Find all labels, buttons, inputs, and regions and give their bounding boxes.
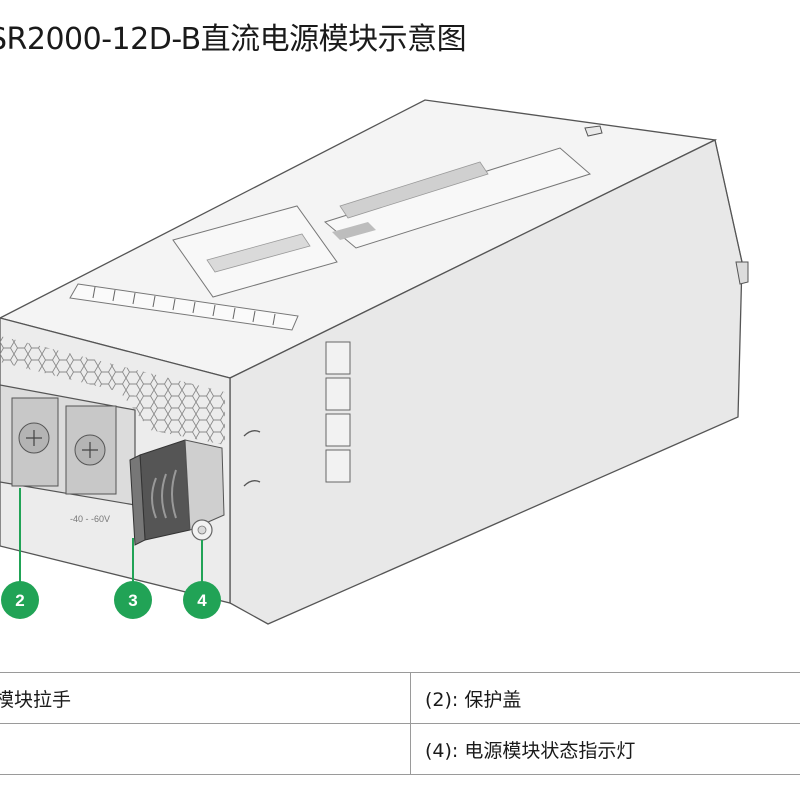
svg-text:3: 3 (128, 591, 137, 610)
protective-cover (129, 439, 225, 546)
svg-text:4: 4 (197, 591, 207, 610)
legend-row: 源模块拉手 (2): 保护盖 (0, 672, 800, 724)
legend-item-1: 源模块拉手 (0, 688, 72, 711)
legend-item-2: (2): 保护盖 (410, 672, 800, 724)
callout-3: 3 (114, 581, 152, 619)
callout-4: 4 (183, 581, 221, 619)
svg-text:-40 - -60V: -40 - -60V (70, 514, 110, 524)
legend-item-4: (4): 电源模块状态指示灯 (410, 723, 800, 775)
power-module-illustration: -40 - -60V 2 3 4 (0, 99, 749, 625)
figure-title: SR2000-12D-B直流电源模块示意图 (0, 22, 467, 57)
svg-text:2: 2 (15, 591, 24, 610)
callout-2: 2 (1, 581, 39, 619)
legend-row: 闭 (4): 电源模块状态指示灯 (0, 723, 800, 775)
legend-table: 源模块拉手 (2): 保护盖 闭 (4): 电源模块状态指示灯 (0, 672, 800, 775)
